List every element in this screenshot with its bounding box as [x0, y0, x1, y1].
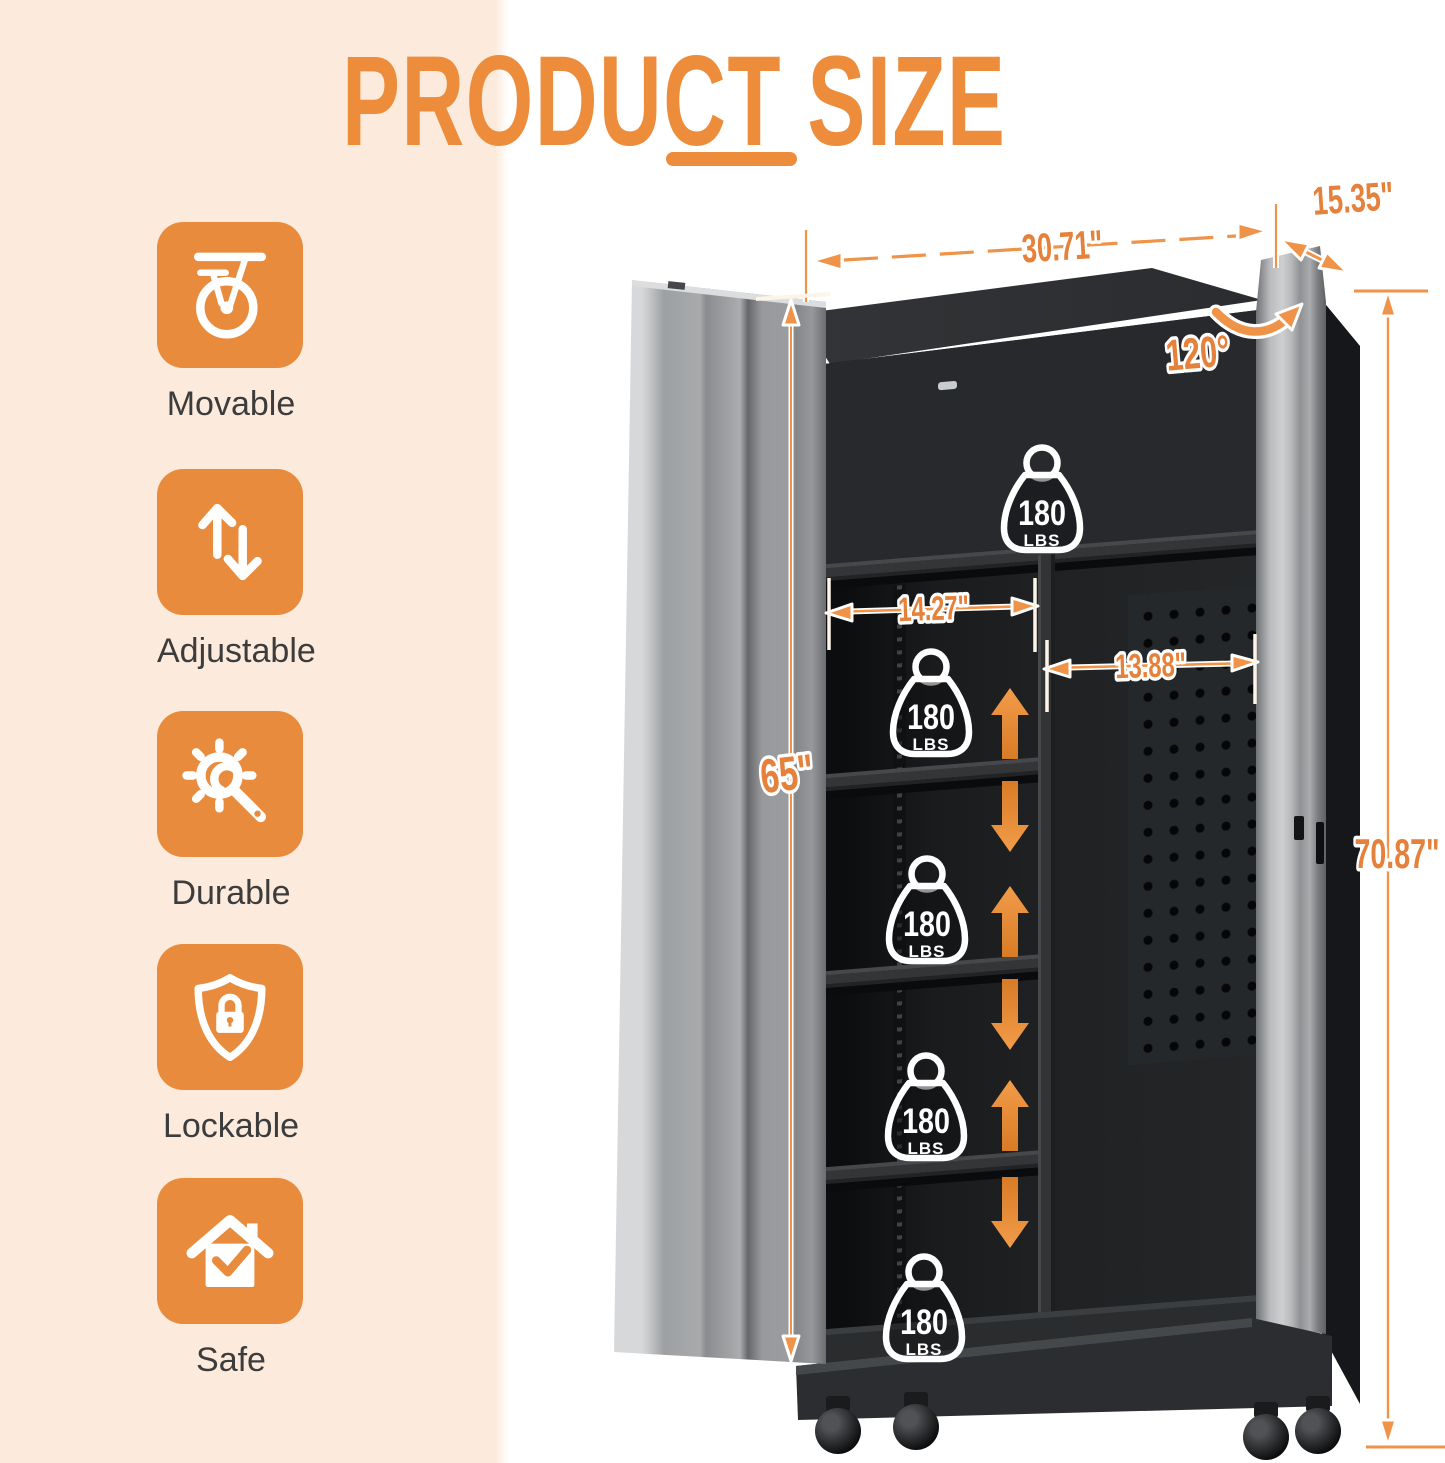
caster-wheel	[815, 1408, 861, 1454]
caster-wheel-icon	[157, 222, 303, 368]
feature-item-movable: Movable	[157, 222, 305, 424]
pegboard-panel	[1128, 585, 1258, 1065]
feature-item-lockable: Lockable	[157, 944, 305, 1146]
dimension-overall-height: 70.87"	[1354, 290, 1445, 1447]
feature-label: Lockable	[157, 1107, 305, 1146]
shelf-support-rail-holes	[897, 585, 902, 1333]
caster-wheel	[893, 1404, 939, 1450]
overall-height-label: 70.87"	[1354, 829, 1439, 877]
feature-item-safe: Safe	[157, 1178, 305, 1380]
feature-item-adjustable: Adjustable	[157, 469, 305, 671]
door-lock	[1294, 816, 1304, 840]
house-check-icon	[157, 1178, 303, 1324]
vertical-divider	[1038, 554, 1055, 1345]
feature-item-durable: Durable	[157, 711, 305, 913]
feature-label: Movable	[157, 385, 305, 424]
shield-lock-icon	[157, 944, 303, 1090]
feature-label: Adjustable	[157, 632, 305, 671]
gear-wrench-icon	[157, 711, 303, 857]
feature-label: Safe	[157, 1341, 305, 1380]
caster-wheel	[1243, 1414, 1289, 1460]
title-underline	[666, 152, 797, 166]
dimension-depth-label: 15.35"	[1311, 174, 1395, 224]
door-latch	[1316, 822, 1324, 864]
feature-label: Durable	[157, 874, 305, 913]
page-title: PRODUCT SIZE	[342, 38, 1006, 166]
up-down-arrows-icon	[157, 469, 303, 615]
caster-wheel	[1295, 1408, 1341, 1454]
dimension-width-label: 30.71"	[1020, 223, 1103, 272]
interior-vent-slot	[938, 381, 957, 390]
